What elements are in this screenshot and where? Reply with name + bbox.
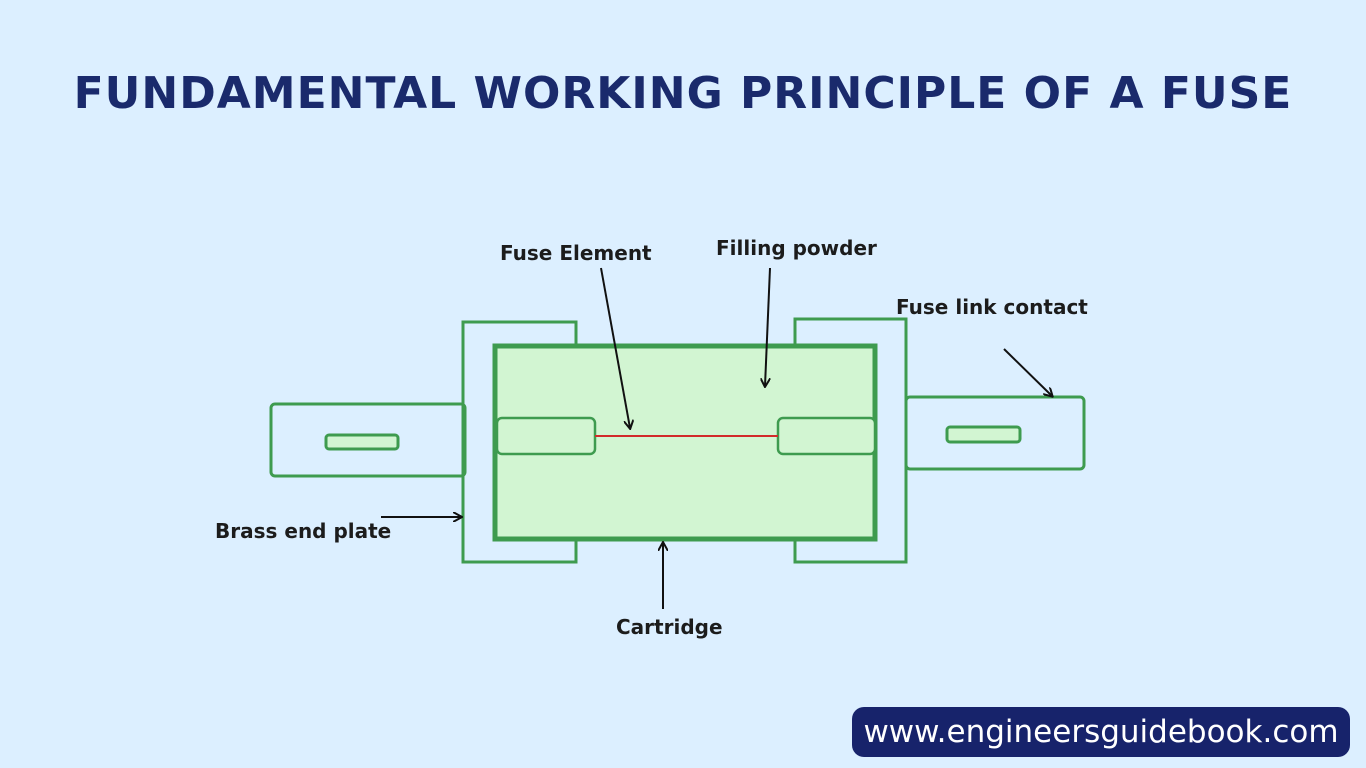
label-filling-powder: Filling powder	[716, 236, 877, 260]
website-badge: www.engineersguidebook.com	[852, 707, 1350, 757]
fuse-link-contact-arrow	[1003, 348, 1052, 396]
label-brass-end-plate: Brass end plate	[215, 519, 391, 543]
right-inner-terminal	[776, 416, 877, 456]
right-contact-slot	[945, 425, 1022, 444]
label-fuse-link-contact: Fuse link contact	[896, 295, 1088, 319]
left-contact-slot	[324, 433, 400, 451]
label-cartridge: Cartridge	[616, 615, 723, 639]
page-title: FUNDAMENTAL WORKING PRINCIPLE OF A FUSE	[73, 68, 1293, 119]
left-fuse-link-contact	[269, 402, 467, 478]
filling-powder-arrow	[765, 267, 771, 386]
left-inner-terminal	[495, 416, 597, 456]
label-fuse-element: Fuse Element	[500, 241, 652, 265]
fuse-element-arrow	[600, 267, 630, 428]
